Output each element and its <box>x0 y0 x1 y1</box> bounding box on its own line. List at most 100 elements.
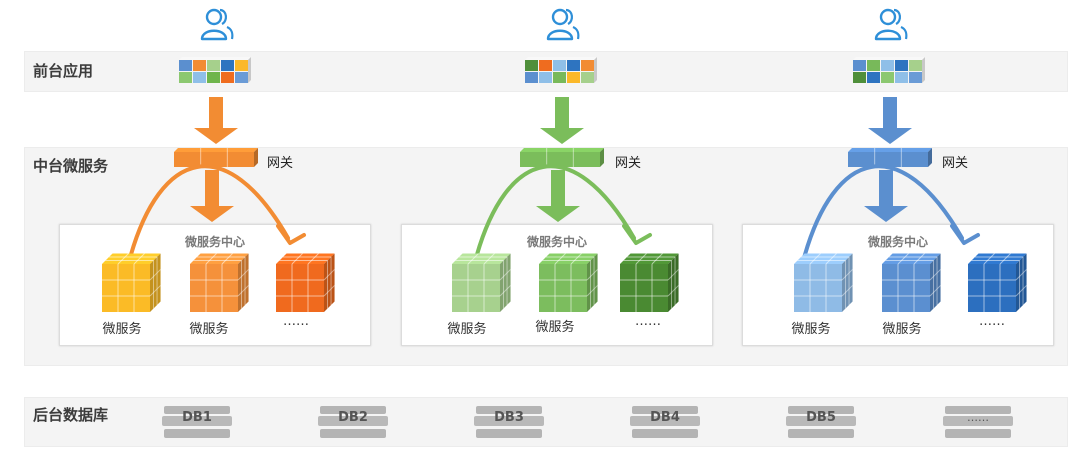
cube-top <box>276 253 335 264</box>
cube-side <box>500 253 511 312</box>
down-arrow <box>864 170 908 222</box>
app-block <box>881 60 894 71</box>
cube-side <box>238 253 249 312</box>
service-label: …… <box>979 314 1005 329</box>
center-title: 微服务中心 <box>184 235 245 249</box>
database-label: DB4 <box>650 410 680 425</box>
front-layer-label: 前台应用 <box>33 62 94 80</box>
app-block <box>193 60 206 71</box>
database-label: DB2 <box>338 410 368 425</box>
app-block <box>553 72 566 83</box>
cube-side <box>150 253 161 312</box>
microservice-cube <box>190 253 249 312</box>
app-block <box>207 60 220 71</box>
front-app-blocks <box>525 57 597 83</box>
app-block <box>207 72 220 83</box>
microservice-cube <box>539 253 598 312</box>
app-block <box>179 72 192 83</box>
down-arrow <box>190 170 234 222</box>
cube-front <box>276 264 324 312</box>
center-title: 微服务中心 <box>526 235 587 249</box>
database-icon <box>318 406 388 438</box>
down-arrow <box>536 170 580 222</box>
database-label: …… <box>967 411 989 424</box>
app-block <box>909 72 922 83</box>
app-block <box>553 60 566 71</box>
microservice-cube <box>276 253 335 312</box>
service-label: 微服务 <box>447 322 487 337</box>
database-label: DB3 <box>494 410 524 425</box>
app-block <box>221 60 234 71</box>
app-block <box>193 72 206 83</box>
database-icon <box>786 406 856 438</box>
app-block <box>179 60 192 71</box>
cube-front <box>620 264 668 312</box>
app-block <box>853 72 866 83</box>
cube-front <box>102 264 150 312</box>
app-block <box>895 72 908 83</box>
cube-side <box>324 253 335 312</box>
app-block <box>525 72 538 83</box>
gateway-label-1: 网关 <box>267 156 294 171</box>
service-label: 微服务 <box>102 322 142 337</box>
down-arrow <box>868 97 912 144</box>
gateway-label-3: 网关 <box>942 156 969 171</box>
cube-top <box>102 253 161 264</box>
cube-side <box>668 253 679 312</box>
database-5: DB5 <box>786 405 856 439</box>
app-block <box>221 72 234 83</box>
service-label: …… <box>635 314 661 329</box>
cube-front <box>882 264 930 312</box>
cube-top <box>452 253 511 264</box>
front-app-blocks <box>179 57 251 83</box>
cube-top <box>882 253 941 264</box>
middle-layer-label: 中台微服务 <box>33 157 109 175</box>
microservice-cube <box>102 253 161 312</box>
app-block <box>581 60 594 71</box>
app-block <box>909 60 922 71</box>
arc-arrowhead <box>276 224 306 245</box>
database-icon <box>943 406 1013 438</box>
routing-arc <box>802 164 964 260</box>
cube-front <box>968 264 1016 312</box>
database-icon <box>162 406 232 438</box>
app-block <box>867 72 880 83</box>
arc-arrowhead <box>622 224 652 245</box>
service-label: 微服务 <box>791 322 831 337</box>
back-layer-label: 后台数据库 <box>33 406 109 424</box>
app-block <box>539 72 552 83</box>
app-block <box>567 60 580 71</box>
service-label: 微服务 <box>535 320 575 335</box>
users-icon <box>200 8 234 41</box>
database-label: DB1 <box>182 410 212 425</box>
gateway-block <box>848 148 932 167</box>
microservice-cube <box>882 253 941 312</box>
database-2: DB2 <box>318 405 388 439</box>
down-arrow <box>194 97 238 144</box>
service-label: 微服务 <box>882 322 922 337</box>
front-app-blocks <box>853 57 925 83</box>
cube-top <box>539 253 598 264</box>
arc-arrowhead <box>950 224 980 245</box>
cube-front <box>794 264 842 312</box>
database-4: DB4 <box>630 405 700 439</box>
routing-arc <box>474 164 636 260</box>
database-label: DB5 <box>806 410 836 425</box>
cube-top <box>190 253 249 264</box>
cube-side <box>587 253 598 312</box>
cube-top <box>794 253 853 264</box>
cube-side <box>930 253 941 312</box>
cube-front <box>452 264 500 312</box>
front-layer-band: 前台应用 <box>24 51 1068 92</box>
database-1: DB1 <box>162 405 232 439</box>
users-icon <box>546 8 580 41</box>
microservice-cube <box>968 253 1027 312</box>
database-more: …… <box>943 405 1013 439</box>
down-arrow <box>540 97 584 144</box>
app-block <box>567 72 580 83</box>
app-block <box>235 60 248 71</box>
gateway-block <box>520 148 604 167</box>
microservice-cube <box>794 253 853 312</box>
gateway-label-2: 网关 <box>615 156 642 171</box>
